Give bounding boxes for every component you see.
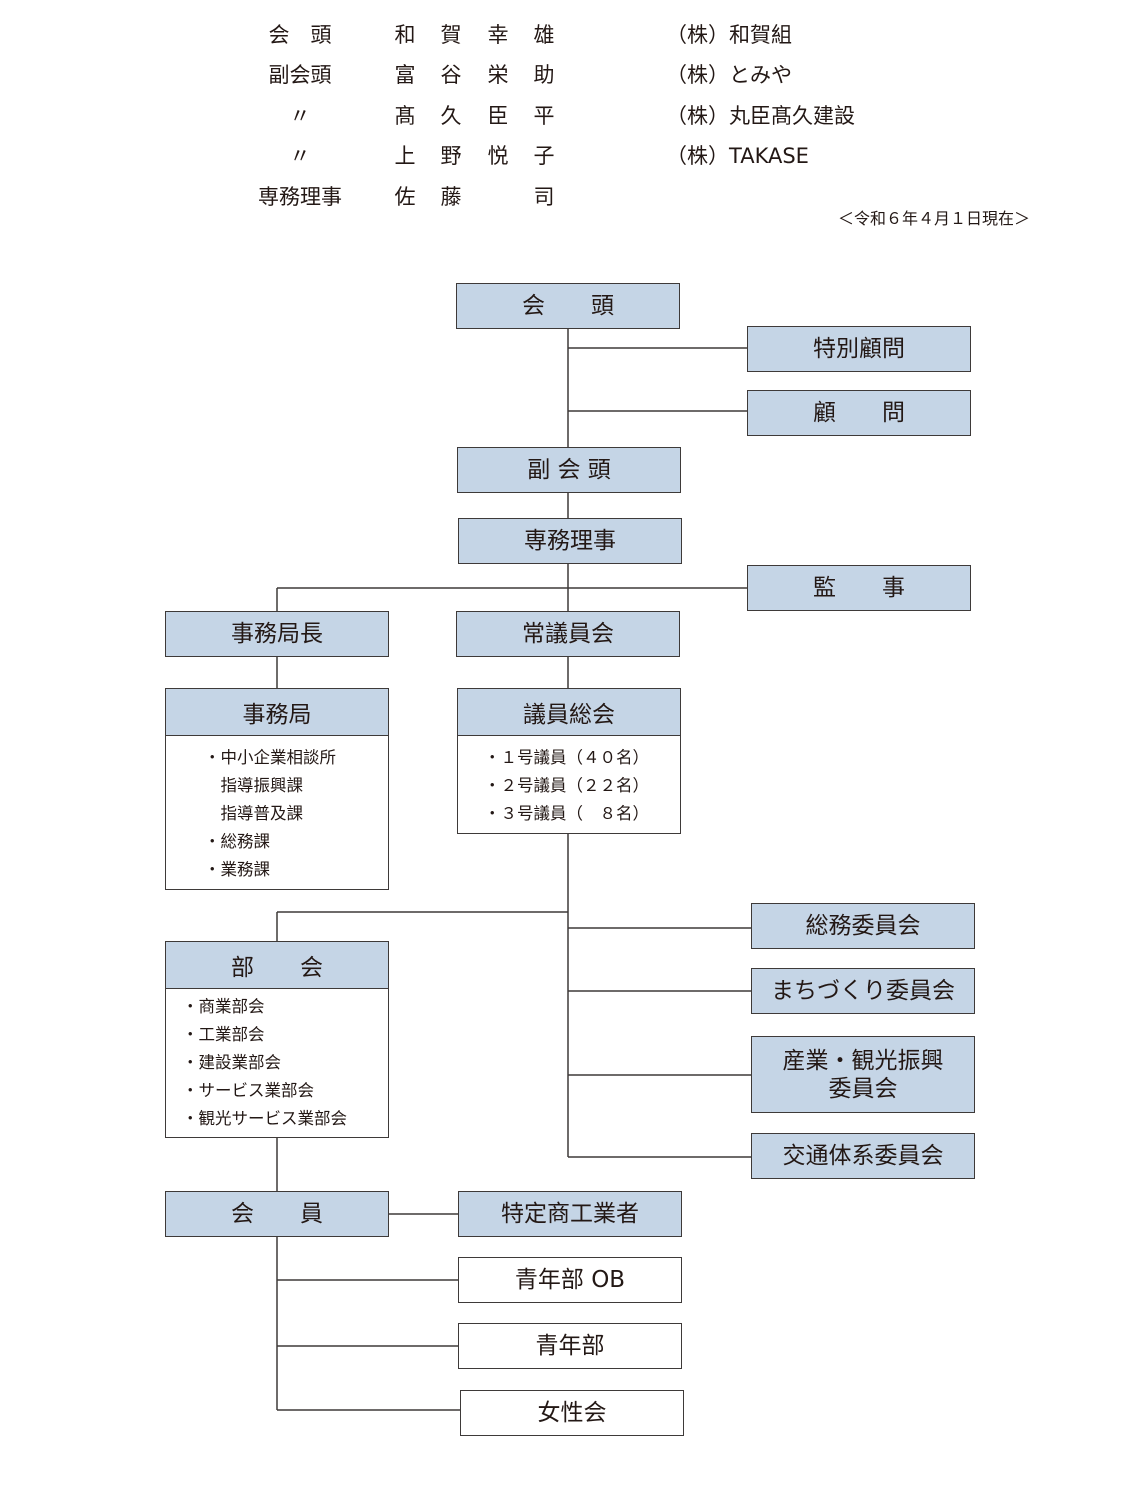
secretariat-item: ・業務課 (204, 860, 270, 879)
officer-name-char: 司 (533, 185, 555, 209)
officer-name-char: 平 (533, 104, 555, 128)
officer-role: 〃 (289, 104, 311, 128)
secretariat-head-box: 事務局長 (165, 611, 389, 657)
committee-box: まちづくり委員会 (751, 968, 975, 1014)
committee-box: 交通体系委員会 (751, 1133, 975, 1179)
officer-role: 会 頭 (268, 23, 332, 47)
officer-name-char: 子 (533, 144, 555, 168)
specific-merchants-box: 特定商工業者 (458, 1191, 682, 1237)
officer-name-char: 幸 (487, 23, 509, 47)
special-advisor-box: 特別顧問 (747, 326, 971, 372)
youth-ob-box: 青年部 OB (458, 1257, 682, 1303)
secretariat-item: 指導普及課 (204, 804, 304, 823)
division-item: ・サービス業部会 (182, 1081, 314, 1100)
officer-name-char: 賀 (440, 23, 462, 47)
vice-president-box: 副 会 頭 (457, 447, 681, 493)
officer-company: （株）丸臣髙久建設 (666, 104, 855, 128)
officer-name-char: 久 (440, 104, 462, 128)
officer-name-char: 髙 (394, 104, 416, 128)
committee-box: 産業・観光振興 委員会 (751, 1036, 975, 1113)
officer-company: （株）とみや (666, 63, 792, 87)
assembly-item: ・２号議員（２２名） (484, 776, 649, 795)
officer-name-char: 悦 (487, 144, 509, 168)
officer-role: 副会頭 (268, 63, 332, 87)
officer-name-char: 栄 (487, 63, 509, 87)
officer-name-char: 助 (533, 63, 555, 87)
executive-director-box: 専務理事 (458, 518, 682, 564)
standing-council-box: 常議員会 (456, 611, 680, 657)
divisions-title: 部 会 (166, 942, 388, 989)
members-box: 会 員 (165, 1191, 389, 1237)
secretariat-box: 事務局 ・中小企業相談所 指導振興課 指導普及課 ・総務課 ・業務課 (165, 688, 389, 890)
division-item: ・観光サービス業部会 (182, 1109, 347, 1128)
secretariat-title: 事務局 (166, 689, 388, 736)
president-box: 会 頭 (456, 283, 680, 329)
officer-name-char: 藤 (440, 185, 462, 209)
officer-role: 〃 (289, 144, 311, 168)
officer-name-char: 谷 (440, 63, 462, 87)
officer-role: 専務理事 (258, 185, 342, 209)
officer-name-char: 雄 (533, 23, 555, 47)
officer-company: （株）和賀組 (666, 23, 792, 47)
general-assembly-box: 議員総会 ・１号議員（４０名） ・２号議員（２２名） ・３号議員（ ８名） (457, 688, 681, 834)
auditor-box: 監 事 (747, 565, 971, 611)
officer-name-char: 臣 (487, 104, 509, 128)
secretariat-item: ・総務課 (204, 832, 270, 851)
officer-name-char: 和 (394, 23, 416, 47)
secretariat-item: ・中小企業相談所 (204, 748, 336, 767)
secretariat-item: 指導振興課 (204, 776, 304, 795)
officer-name-char: 佐 (394, 185, 416, 209)
general-assembly-title: 議員総会 (458, 689, 680, 736)
advisor-box: 顧 問 (747, 390, 971, 436)
officer-name-char: 上 (394, 144, 416, 168)
assembly-item: ・１号議員（４０名） (484, 748, 649, 767)
youth-box: 青年部 (458, 1323, 682, 1369)
officer-name-char: 富 (394, 63, 416, 87)
as-of-date: ＜令和６年４月１日現在＞ (837, 209, 1030, 228)
officer-name-char: 野 (440, 144, 462, 168)
assembly-item: ・３号議員（ ８名） (484, 804, 649, 823)
women-box: 女性会 (460, 1390, 684, 1436)
division-item: ・工業部会 (182, 1025, 265, 1044)
division-item: ・建設業部会 (182, 1053, 281, 1072)
officer-company: （株）TAKASE (666, 144, 809, 168)
divisions-box: 部 会 ・商業部会 ・工業部会 ・建設業部会 ・サービス業部会 ・観光サービス業… (165, 941, 389, 1138)
committee-box: 総務委員会 (751, 903, 975, 949)
division-item: ・商業部会 (182, 997, 265, 1016)
